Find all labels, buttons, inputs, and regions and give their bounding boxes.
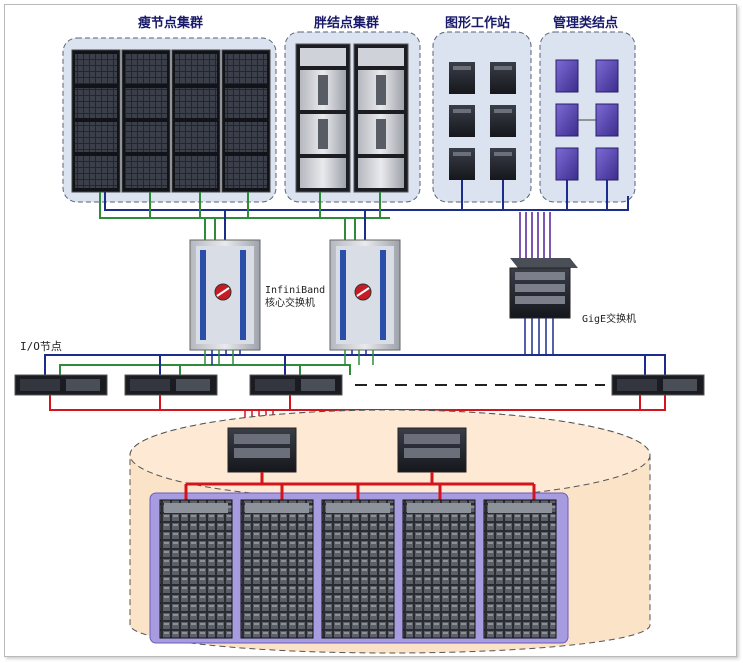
san-switch-icon — [227, 427, 297, 473]
rack-server-1u-icon — [611, 374, 705, 396]
purple-server-icon — [595, 59, 619, 93]
workstation-label: 图形工作站 — [445, 16, 511, 31]
infiniband-label: InfiniBand 核心交换机 — [265, 284, 325, 310]
management-label: 管理类结点 — [553, 16, 619, 31]
thin-node-racks — [71, 49, 271, 193]
rack-server-1u-icon — [124, 374, 218, 396]
infiniband-label-line1: InfiniBand — [265, 285, 326, 296]
gige-switch-icon — [509, 258, 578, 319]
disk-array-icon — [159, 499, 233, 639]
disk-array-icon — [483, 499, 557, 639]
blade-rack-icon — [171, 49, 221, 193]
blade-rack-icon — [121, 49, 171, 193]
infiniband-label-line2: 核心交换机 — [265, 298, 315, 309]
disk-array-icon — [402, 499, 476, 639]
management-group — [539, 31, 636, 203]
switch-downlinks — [204, 318, 554, 365]
san-switch-icon — [397, 427, 467, 473]
io-node-label: I/O节点 — [20, 340, 62, 353]
purple-server-icon — [555, 103, 579, 137]
disk-array-icon — [240, 499, 314, 639]
disk-arrays — [159, 499, 557, 639]
workstations — [449, 62, 516, 180]
tower-pc-icon — [449, 105, 475, 137]
blade-rack-icon — [221, 49, 271, 193]
disk-array-icon — [321, 499, 395, 639]
rack-server-1u-icon — [249, 374, 343, 396]
thin-cluster-label: 瘦节点集群 — [138, 16, 204, 31]
gige-label: GigE交换机 — [582, 314, 637, 325]
purple-server-icon — [555, 59, 579, 93]
server-rack-icon — [295, 43, 351, 193]
infiniband-switch-icon — [329, 239, 401, 351]
purple-server-icon — [595, 147, 619, 181]
fat-cluster-label: 胖结点集群 — [314, 16, 380, 31]
purple-server-icon — [595, 103, 619, 137]
infiniband-switch-icon — [189, 239, 261, 351]
purple-server-icon — [555, 147, 579, 181]
blade-rack-icon — [71, 49, 121, 193]
san-fabric-links — [184, 472, 536, 500]
gige-uplinks — [519, 212, 551, 258]
rack-server-1u-icon — [14, 374, 108, 396]
tower-pc-icon — [490, 148, 516, 180]
tower-pc-icon — [490, 105, 516, 137]
tower-pc-icon — [490, 62, 516, 94]
server-rack-icon — [353, 43, 409, 193]
io-nodes — [14, 374, 705, 396]
infiniband-links — [99, 180, 629, 240]
workstation-group — [432, 31, 532, 203]
tower-pc-icon — [449, 148, 475, 180]
fat-node-racks — [295, 43, 409, 193]
tower-pc-icon — [449, 62, 475, 94]
